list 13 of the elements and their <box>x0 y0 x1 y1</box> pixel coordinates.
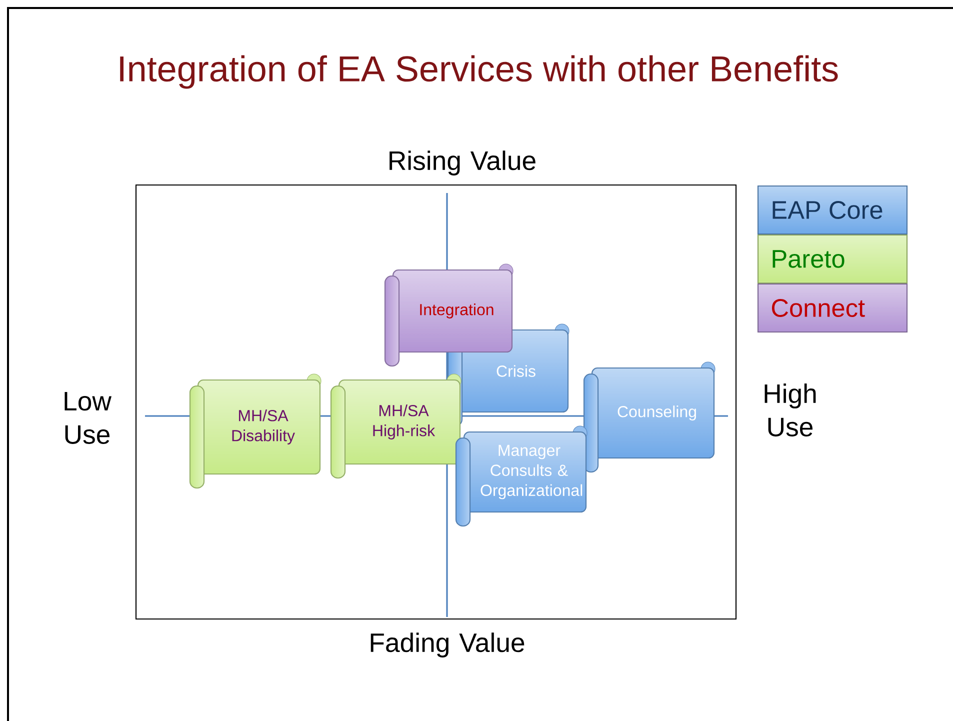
title: Integration of EA Services with other Benefits <box>120 55 838 89</box>
scroll-banner: MH/SA High-risk <box>330 374 462 479</box>
scroll-banner: Manager Consults & Organizational <box>455 426 588 527</box>
axis-label: Fading Value <box>370 632 524 658</box>
legend-text: Pareto <box>772 250 844 268</box>
scroll-banner: Integration <box>384 264 514 367</box>
axis-label: Rising Value <box>390 150 536 176</box>
axis-label: Low Use <box>64 392 112 444</box>
scroll-banner: Counseling <box>583 362 716 473</box>
scroll-banner: MH/SA Disability <box>189 374 322 489</box>
legend-text: EAP Core <box>772 201 882 219</box>
axis-label: High Use <box>764 384 816 436</box>
legend-text: Connect <box>772 299 865 317</box>
